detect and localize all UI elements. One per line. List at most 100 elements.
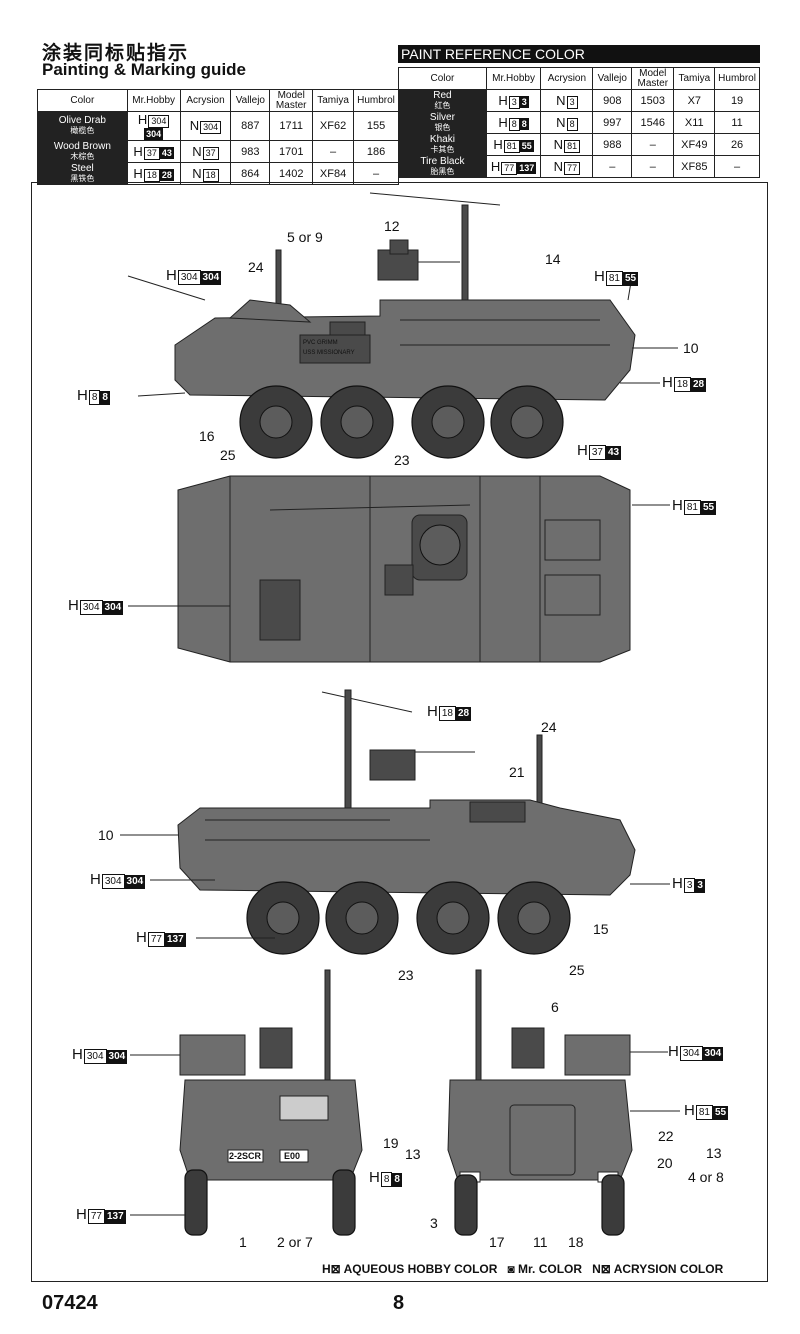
tamiya-cell: XF49 — [673, 133, 716, 156]
tamiya-cell: XF84 — [312, 162, 355, 185]
mm-cell: 1503 — [631, 89, 675, 112]
decal-callout: 5 or 9 — [287, 229, 323, 245]
paint-reference-header: PAINT REFERENCE COLOR — [398, 45, 760, 63]
page-number: 8 — [393, 1292, 405, 1314]
vallejo-cell: 983 — [230, 140, 271, 163]
decal-callout: 14 — [545, 251, 561, 267]
decal-callout: 21 — [509, 764, 525, 780]
legend-h: H⊠ AQUEOUS HOBBY COLOR — [322, 1262, 498, 1276]
humbrol-cell: – — [714, 155, 760, 178]
decal-callout: 2 or 7 — [277, 1234, 313, 1250]
decal-callout: 19 — [383, 1135, 399, 1151]
decal-callout: 15 — [593, 921, 609, 937]
mm-cell: 1402 — [269, 162, 314, 185]
product-code: 07424 — [42, 1292, 98, 1314]
decal-callout: 25 — [569, 962, 585, 978]
decal-callout: 24 — [541, 719, 557, 735]
decal-callout: 12 — [384, 218, 400, 234]
color-table-left: Color Mr.Hobby Acrysion Vallejo Model Ma… — [37, 89, 399, 185]
col-model-master: Model Master — [269, 89, 314, 112]
decal-callout: 22 — [658, 1128, 674, 1144]
decal-callout: 10 — [683, 340, 699, 356]
tamiya-cell: XF62 — [312, 111, 355, 141]
vallejo-cell: 864 — [230, 162, 271, 185]
top-view — [177, 475, 631, 663]
decal-callout: 23 — [394, 452, 410, 468]
decal-callout: 11 — [533, 1234, 548, 1250]
decal-callout: 20 — [657, 1155, 673, 1171]
side-text-2: USS MISSIONARY — [303, 350, 355, 356]
bumper-mark-left: 2-2SCR — [229, 1151, 262, 1161]
decal-callout: 23 — [398, 967, 414, 983]
decal-callout: 6 — [551, 999, 559, 1015]
decal-callout: 18 — [568, 1234, 584, 1250]
legend-n: N⊠ ACRYSION COLOR — [592, 1262, 724, 1276]
side-text-1: PVC GRIMM — [303, 340, 338, 346]
col-humbrol: Humbrol — [353, 89, 399, 112]
bumper-mark-right: E00 — [284, 1151, 301, 1161]
decal-callout: 16 — [199, 428, 215, 444]
legend-mr: ◙ Mr. COLOR — [507, 1262, 583, 1276]
decal-callout: 1 — [239, 1234, 247, 1250]
color-table-right: Color Mr.Hobby Acrysion Vallejo Model Ma… — [398, 67, 760, 178]
decal-callout: 17 — [489, 1234, 505, 1250]
vallejo-cell: 887 — [230, 111, 271, 141]
drawing-frame — [31, 182, 768, 1282]
side-view-left — [174, 192, 636, 459]
side-view-right — [177, 689, 636, 955]
decal-callout: 24 — [248, 259, 264, 275]
rear-view — [447, 969, 633, 1236]
mm-cell: – — [631, 155, 675, 178]
front-view — [179, 969, 363, 1236]
table-header-row: Color Mr.Hobby Acrysion Vallejo Model Ma… — [37, 89, 399, 112]
tamiya-cell: XF85 — [673, 155, 716, 178]
humbrol-cell: 155 — [353, 111, 399, 141]
decal-callout: 25 — [220, 447, 236, 463]
decal-callout: 13 — [405, 1146, 421, 1162]
decal-callout: 13 — [706, 1145, 722, 1161]
decal-callout: 10 — [98, 827, 114, 843]
decal-callout: 3 — [430, 1215, 438, 1231]
humbrol-cell: 19 — [714, 89, 760, 112]
title-chinese: 涂装同标贴指示 — [42, 43, 190, 64]
humbrol-cell: – — [353, 162, 399, 185]
decal-callout: 4 or 8 — [688, 1169, 724, 1185]
title-english: Painting & Marking guide — [42, 60, 247, 79]
